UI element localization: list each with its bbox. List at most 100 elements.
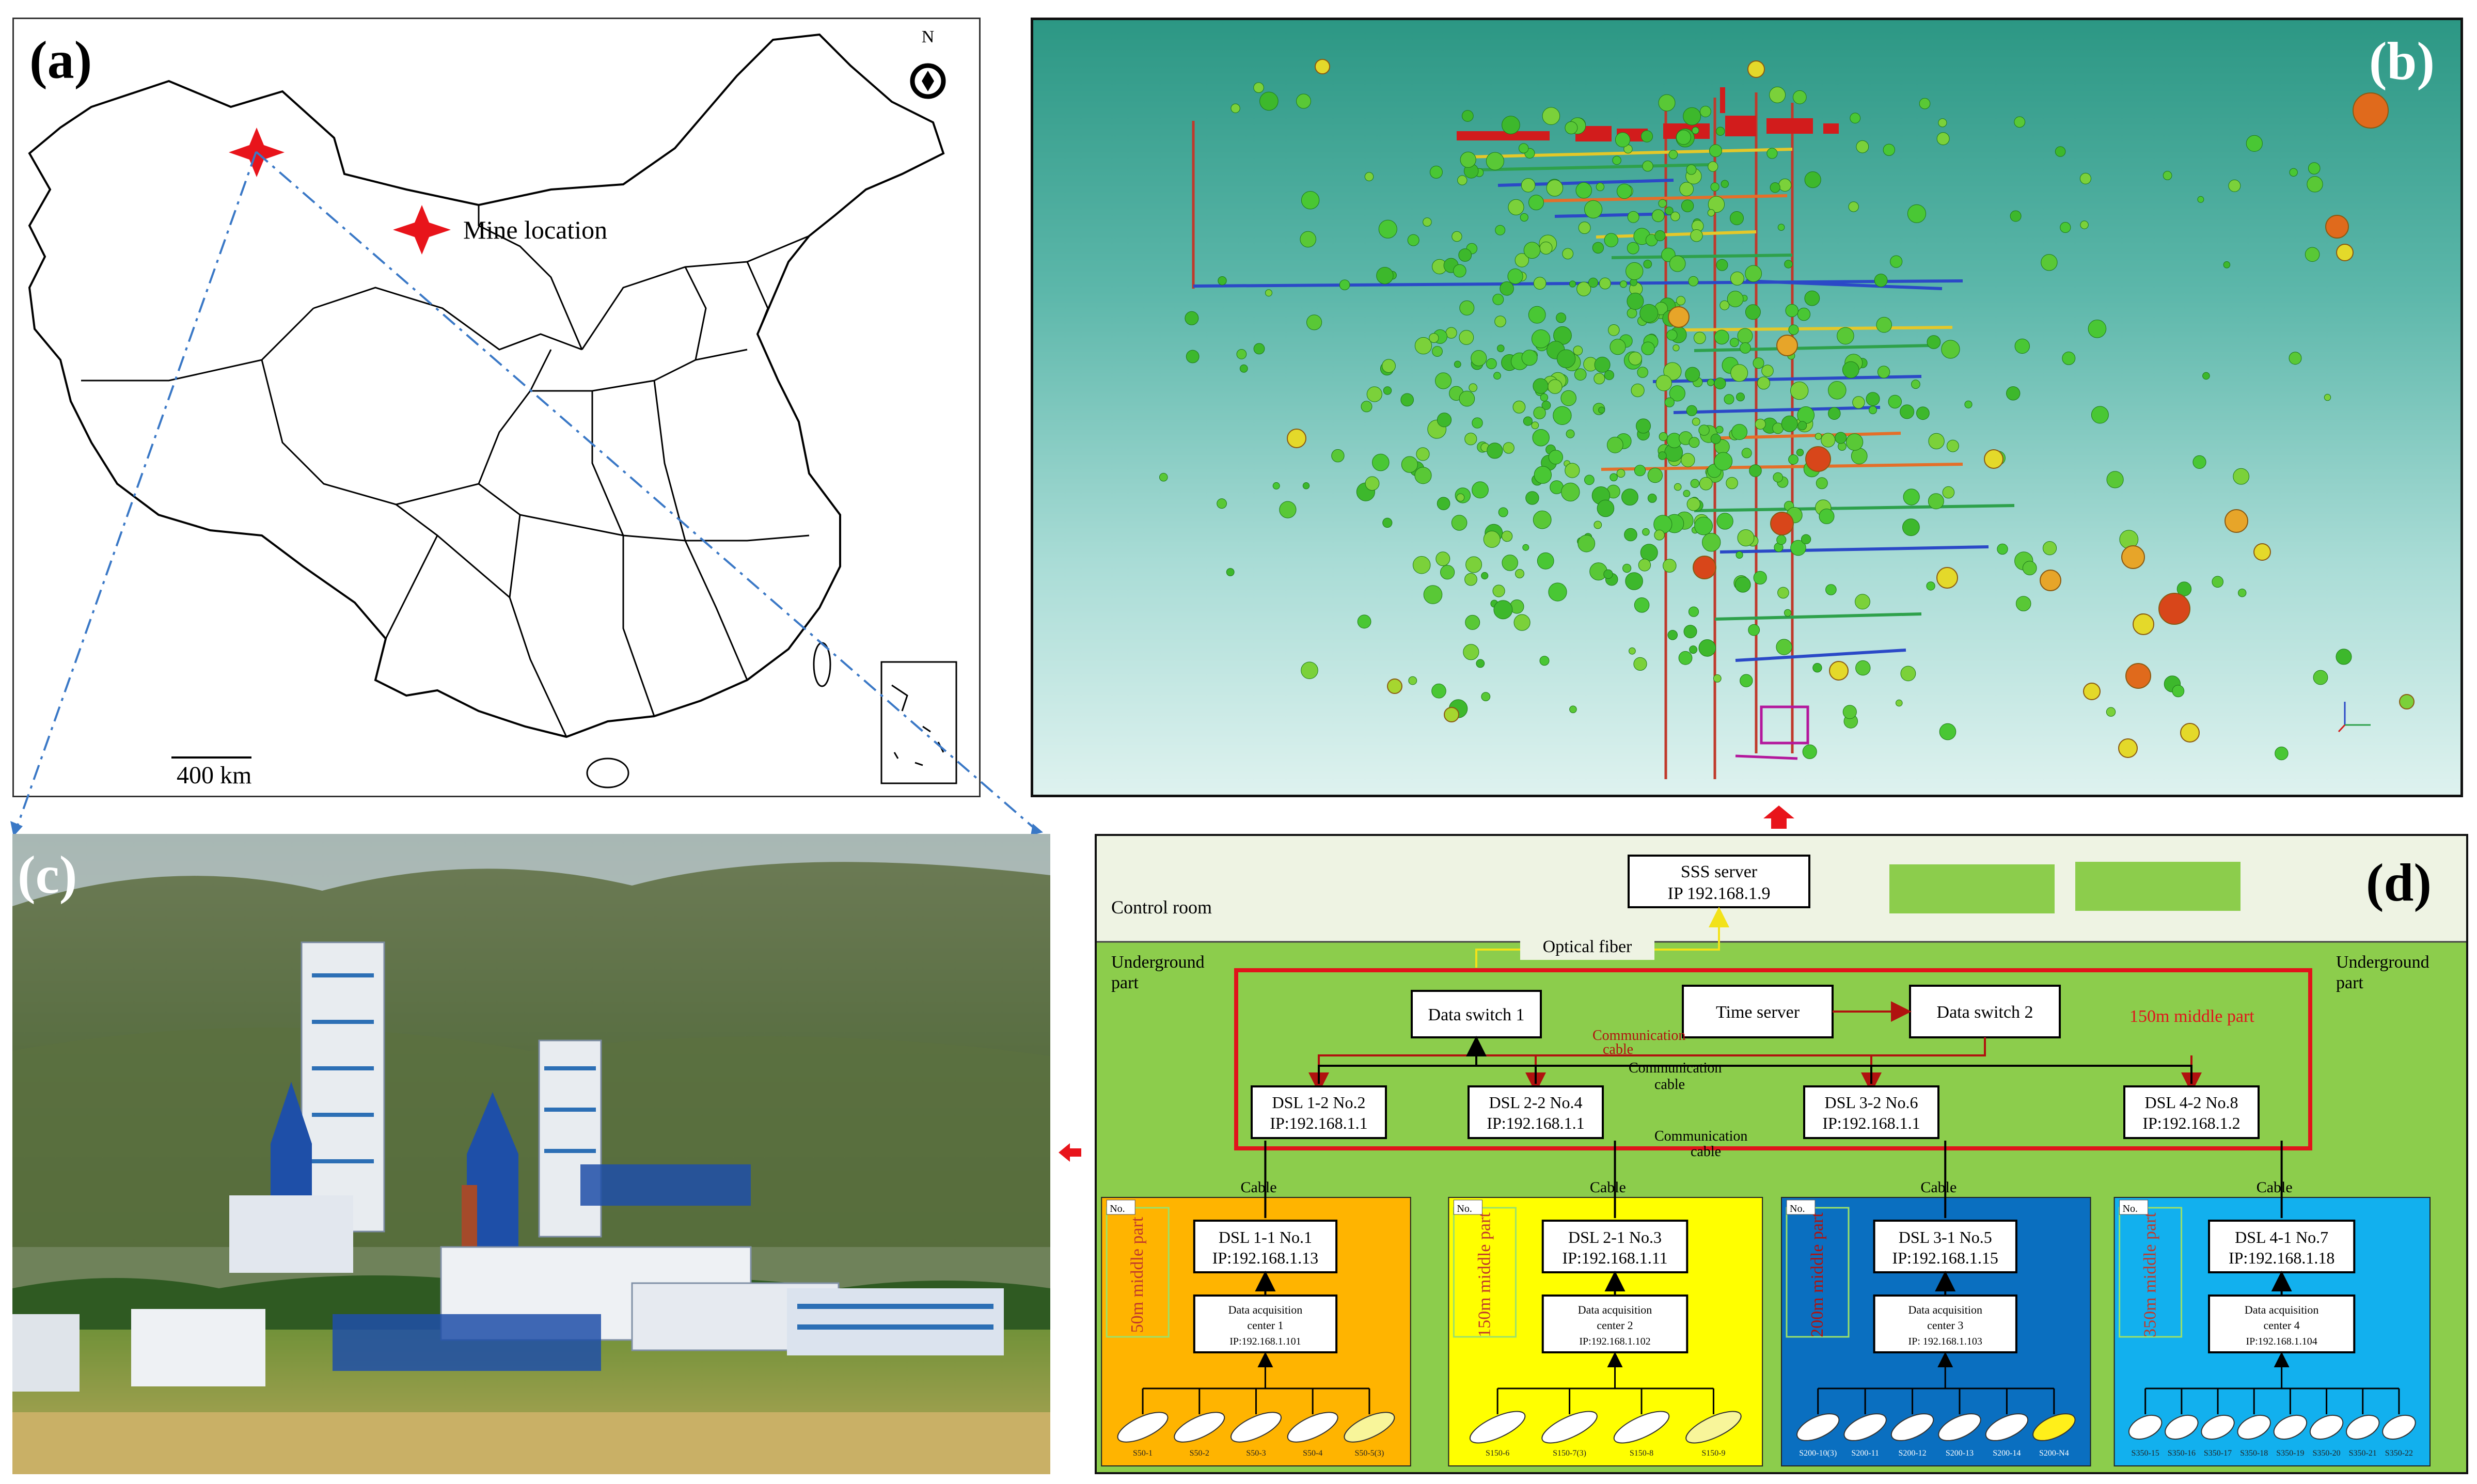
event-sphere	[1546, 179, 1564, 197]
china-map-panel: N Mine location 400 km (a)	[12, 18, 981, 797]
event-sphere	[1515, 569, 1524, 578]
event-sphere	[1685, 367, 1700, 382]
event-sphere	[1627, 292, 1644, 310]
event-sphere	[1432, 346, 1443, 357]
event-sphere	[1785, 304, 1798, 318]
event-sphere	[1503, 442, 1514, 454]
event-sphere	[1869, 406, 1877, 415]
dsl-bottom-box	[2208, 1220, 2356, 1273]
large-event-sphere	[1829, 661, 1849, 681]
event-sphere	[2289, 352, 2302, 365]
event-sphere	[1423, 217, 1432, 227]
event-sphere	[1382, 517, 1393, 528]
event-sphere	[1942, 486, 1955, 499]
event-sphere	[1339, 279, 1350, 291]
event-sphere	[2106, 707, 2116, 717]
sensor-icon	[1541, 1411, 1598, 1444]
event-sphere	[1837, 327, 1854, 345]
event-sphere	[1688, 276, 1699, 287]
event-sphere	[1797, 307, 1811, 321]
event-sphere	[1541, 401, 1551, 410]
sensor-label: S50-2	[1190, 1449, 1209, 1458]
dac-title: Data acquisition	[1908, 1303, 1982, 1316]
dsl-top-name: DSL 3-2 No.6	[1824, 1093, 1918, 1112]
event-sphere	[1265, 289, 1272, 297]
sensor-icon	[2237, 1414, 2271, 1440]
green-block-2	[2075, 862, 2241, 911]
sensor-icon	[1230, 1412, 1282, 1443]
event-sphere	[1621, 488, 1638, 506]
event-sphere	[1521, 350, 1538, 366]
event-sphere	[1790, 540, 1806, 556]
event-sphere	[2106, 471, 2124, 488]
large-event-sphere	[2399, 694, 2415, 709]
event-sphere	[1533, 378, 1549, 394]
event-sphere	[1429, 165, 1443, 179]
event-sphere	[2014, 116, 2026, 128]
event-sphere	[1681, 453, 1695, 467]
event-sphere	[1423, 585, 1443, 604]
event-sphere	[1866, 392, 1880, 406]
event-sphere	[1790, 381, 1809, 400]
event-sphere	[1521, 178, 1536, 193]
event-sphere	[1528, 306, 1546, 324]
event-sphere	[1792, 90, 1807, 104]
inset-islands	[891, 684, 944, 766]
event-sphere	[1452, 231, 1462, 242]
event-sphere	[1612, 155, 1621, 165]
event-sphere	[1690, 479, 1700, 488]
event-sphere	[1919, 98, 1931, 109]
event-sphere	[1610, 339, 1626, 355]
event-sphere	[2042, 541, 2057, 556]
event-sphere	[1669, 255, 1686, 272]
event-sphere	[1364, 172, 1374, 181]
dac-title: Data acquisition	[2245, 1303, 2319, 1316]
sensor-icon	[1344, 1412, 1395, 1443]
event-sphere	[2060, 222, 2071, 233]
sensor-label: S200-11	[1851, 1449, 1879, 1458]
large-event-sphere	[2125, 663, 2151, 689]
event-sphere	[1495, 225, 1506, 235]
event-sphere	[1566, 429, 1575, 438]
event-sphere	[1658, 199, 1667, 208]
network-diagram-panel: Control room SSS server IP 192.168.1.9 (…	[1095, 834, 2468, 1474]
event-sphere	[1647, 494, 1657, 503]
event-sphere	[1218, 276, 1227, 286]
event-sphere	[1604, 233, 1619, 247]
underground-left-line1: Underground	[1111, 953, 1205, 972]
event-sphere	[2313, 670, 2328, 685]
no-label-box	[2119, 1199, 2149, 1215]
event-sphere	[1825, 584, 1837, 595]
event-sphere	[1642, 528, 1650, 536]
dac-ip: IP:192.168.1.101	[1229, 1336, 1301, 1347]
event-sphere	[1643, 260, 1652, 269]
sensor-label: S350-19	[2276, 1449, 2304, 1458]
event-sphere	[1453, 264, 1466, 278]
middle-150m-frame	[1234, 968, 2312, 1150]
event-sphere	[1615, 132, 1631, 148]
event-sphere	[1692, 417, 1700, 426]
event-sphere	[1634, 465, 1646, 477]
dsl-bottom-name: DSL 3-1 No.5	[1899, 1228, 1992, 1246]
event-sphere	[1664, 397, 1675, 407]
event-sphere	[2079, 172, 2092, 184]
black-cable-2-label-line2: cable	[1691, 1144, 1721, 1160]
event-sphere	[1801, 534, 1811, 544]
event-sphere	[2055, 146, 2066, 157]
event-sphere	[1604, 370, 1615, 381]
event-sphere	[1608, 324, 1620, 336]
event-sphere	[1492, 293, 1504, 305]
sss-server-title: SSS server	[1681, 862, 1758, 881]
event-sphere	[1494, 315, 1506, 327]
dac-box	[1873, 1294, 2017, 1353]
event-sphere	[1683, 490, 1691, 497]
event-sphere	[1627, 242, 1639, 255]
event-sphere	[1534, 466, 1552, 484]
event-sphere	[1769, 86, 1786, 103]
event-sphere	[1796, 449, 1804, 456]
sensor-icon	[1117, 1412, 1169, 1443]
event-sphere	[1472, 481, 1489, 499]
event-sphere	[1877, 366, 1890, 378]
